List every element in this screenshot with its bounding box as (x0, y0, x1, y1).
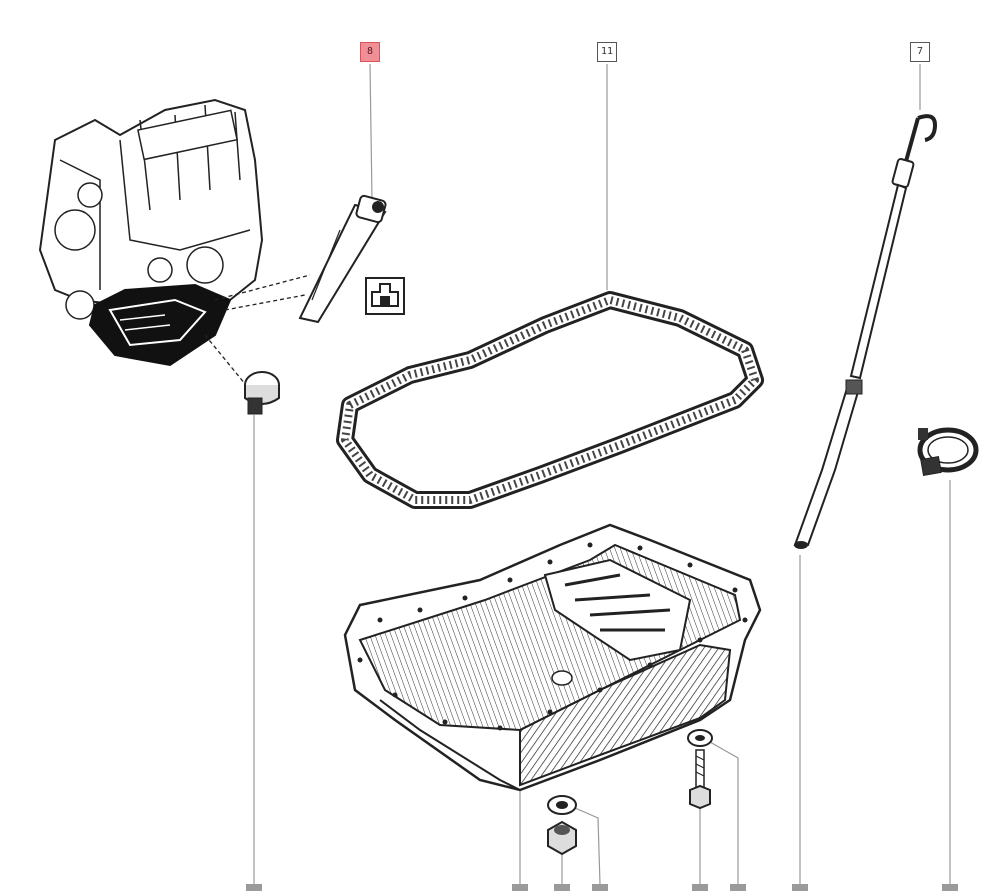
reference-tab[interactable] (512, 884, 528, 891)
oil-pan-gasket[interactable] (336, 291, 764, 509)
reference-tab[interactable] (792, 884, 808, 891)
bolt[interactable] (689, 749, 711, 810)
connector-symbol-icon (365, 277, 405, 315)
dipstick-guide-tube[interactable] (793, 379, 863, 549)
reference-tab[interactable] (246, 884, 262, 891)
washer[interactable] (547, 795, 577, 815)
reference-tab[interactable] (592, 884, 608, 891)
engine-link-lines (204, 274, 311, 391)
reference-tab[interactable] (554, 884, 570, 891)
nut[interactable] (547, 820, 577, 856)
oil-level-sensor[interactable] (298, 194, 387, 324)
callout-8[interactable]: 8 (360, 42, 380, 62)
callout-7[interactable]: 7 (910, 42, 930, 62)
oil-pan[interactable] (343, 523, 762, 792)
washer-2[interactable] (687, 729, 713, 747)
engine-assembly[interactable] (38, 98, 264, 367)
reference-tab[interactable] (730, 884, 746, 891)
reference-tab[interactable] (692, 884, 708, 891)
leader-lines (253, 63, 951, 885)
reference-tab[interactable] (942, 884, 958, 891)
oil-dipstick[interactable] (849, 114, 938, 380)
drain-plug[interactable] (244, 371, 280, 415)
hose-clamp[interactable] (917, 427, 979, 477)
callout-11[interactable]: 11 (597, 42, 617, 62)
